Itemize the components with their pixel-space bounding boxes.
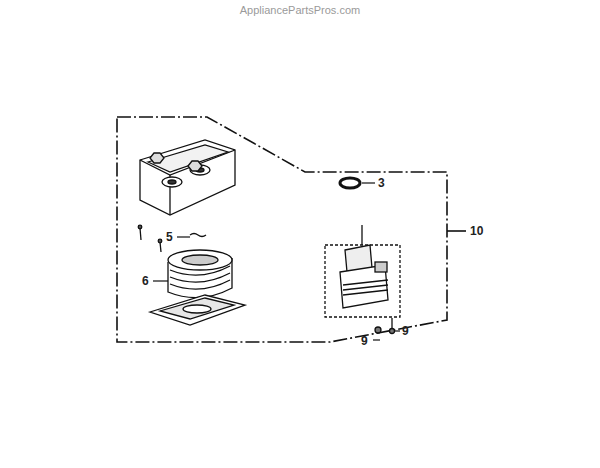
- leader-line: [177, 236, 190, 237]
- leader-line: [447, 230, 466, 232]
- callout-number: 9: [402, 325, 409, 337]
- leader-line: [362, 182, 375, 183]
- callout-number: 10: [470, 225, 483, 237]
- callout-number: 3: [378, 177, 385, 189]
- callout-number: 6: [142, 275, 149, 287]
- leader-lines: [153, 183, 400, 340]
- washer: [340, 178, 360, 188]
- watermark: AppliancePartsPros.com: [240, 5, 360, 16]
- kit-boundary: [117, 117, 447, 342]
- callout-number: 5: [166, 231, 173, 243]
- screws: [138, 225, 206, 252]
- air-cleaner-cover: [140, 140, 235, 215]
- filter-element: [150, 250, 245, 325]
- unit-assembly: [325, 225, 400, 334]
- group-outline: [117, 117, 466, 342]
- callout-number: 9: [361, 335, 368, 347]
- leader-line: [153, 280, 168, 281]
- leader-line: [373, 339, 380, 340]
